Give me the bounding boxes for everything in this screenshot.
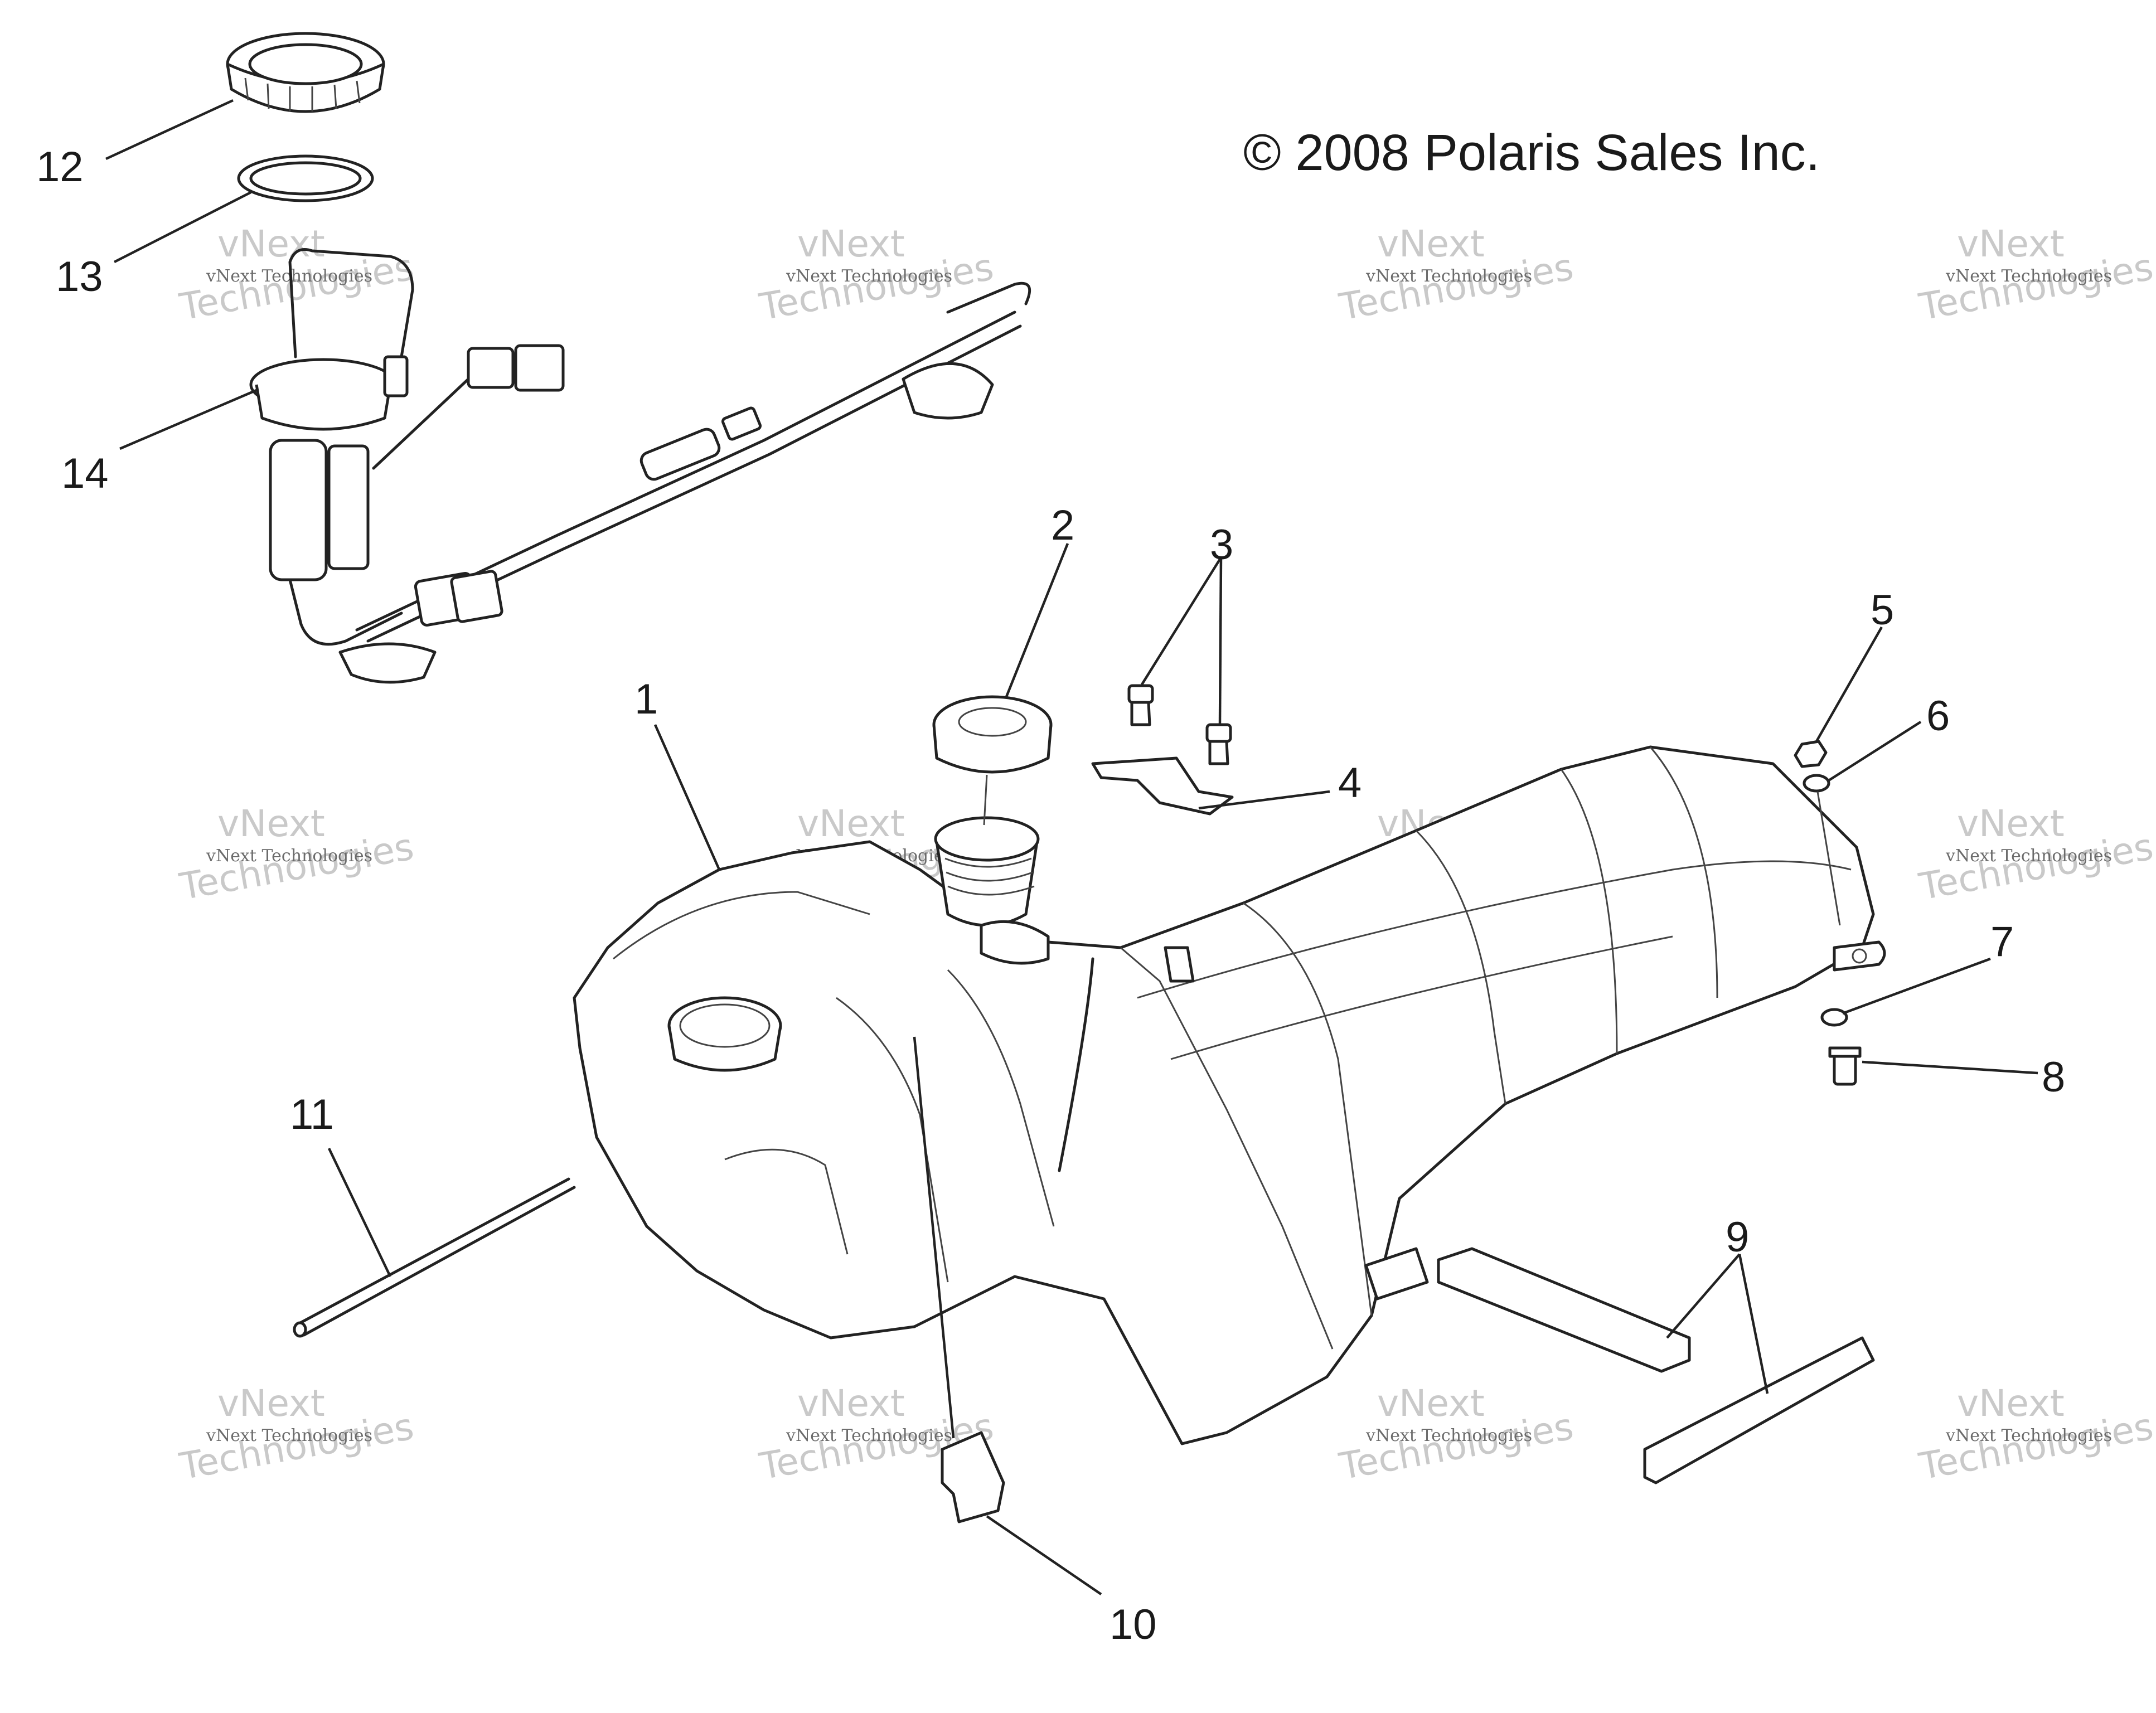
svg-text:vNext Technologies: vNext Technologies bbox=[1945, 846, 2112, 866]
leader-9a bbox=[1666, 1253, 1741, 1339]
svg-text:vNext: vNext bbox=[1957, 802, 2065, 845]
svg-text:vNext Technologies: vNext Technologies bbox=[786, 1426, 952, 1445]
fuel-tank bbox=[573, 745, 1886, 1445]
fuel-cap bbox=[932, 695, 1053, 826]
svg-text:vNext Technologies: vNext Technologies bbox=[786, 266, 952, 286]
svg-text:vNext Technologies: vNext Technologies bbox=[1365, 266, 1532, 286]
svg-text:vNext: vNext bbox=[1377, 1382, 1485, 1425]
leader-12 bbox=[105, 99, 234, 161]
callout-7: 7 bbox=[1990, 918, 2014, 965]
svg-text:vNext Technologies: vNext Technologies bbox=[1365, 1426, 1532, 1445]
leader-10 bbox=[986, 1515, 1102, 1595]
copyright-text: © 2008 Polaris Sales Inc. bbox=[1243, 124, 1820, 181]
leader-3b bbox=[1218, 557, 1223, 724]
leader-7 bbox=[1842, 957, 1991, 1015]
washer-lower bbox=[1820, 1008, 1848, 1027]
bracket bbox=[1091, 756, 1234, 816]
callout-8: 8 bbox=[2042, 1054, 2065, 1101]
leader-3a bbox=[1141, 556, 1222, 686]
side-pad bbox=[941, 1431, 1005, 1523]
leader-5 bbox=[1815, 626, 1883, 743]
callout-12: 12 bbox=[36, 143, 84, 191]
callout-10: 10 bbox=[1110, 1601, 1157, 1648]
svg-text:vNext: vNext bbox=[797, 1382, 905, 1425]
pump-retaining-ring bbox=[226, 32, 385, 113]
leader-1 bbox=[653, 724, 721, 870]
callout-9: 9 bbox=[1726, 1214, 1749, 1261]
svg-text:vNext: vNext bbox=[797, 802, 905, 845]
svg-text:vNext: vNext bbox=[1957, 1382, 2065, 1425]
callout-13: 13 bbox=[56, 253, 103, 300]
nut bbox=[1794, 740, 1828, 768]
callout-1: 1 bbox=[634, 676, 658, 723]
callout-14: 14 bbox=[61, 450, 109, 497]
callout-6: 6 bbox=[1926, 692, 1950, 740]
leader-2 bbox=[1005, 543, 1069, 697]
leader-lines bbox=[105, 99, 2038, 1595]
svg-text:vNext Technologies: vNext Technologies bbox=[1945, 266, 2112, 286]
leader-6 bbox=[1828, 721, 1922, 782]
callout-labels: 12 13 14 1 2 3 4 5 6 7 8 9 10 11 bbox=[36, 143, 2065, 1648]
pump-seal bbox=[237, 154, 374, 202]
svg-text:vNext: vNext bbox=[217, 1382, 325, 1425]
leader-4 bbox=[1198, 790, 1330, 810]
leader-10b bbox=[913, 1036, 955, 1439]
svg-text:vNext Technologies: vNext Technologies bbox=[1945, 1426, 2112, 1445]
leader-13 bbox=[113, 191, 252, 264]
callout-2: 2 bbox=[1051, 502, 1074, 549]
callout-4: 4 bbox=[1338, 759, 1362, 807]
leader-14 bbox=[119, 389, 257, 450]
svg-text:vNext Technologies: vNext Technologies bbox=[206, 1426, 372, 1445]
leader-8 bbox=[1862, 1060, 2038, 1075]
svg-text:vNext: vNext bbox=[217, 802, 325, 845]
callout-11: 11 bbox=[290, 1091, 334, 1138]
vent-tube bbox=[293, 1177, 576, 1338]
svg-text:vNext: vNext bbox=[1957, 222, 2065, 265]
leader-9b bbox=[1738, 1254, 1769, 1394]
screws-pair bbox=[1127, 684, 1232, 765]
svg-text:vNext Technologies: vNext Technologies bbox=[206, 846, 372, 866]
bolt bbox=[1828, 1046, 1862, 1086]
callout-5: 5 bbox=[1871, 586, 1894, 634]
svg-text:vNext: vNext bbox=[797, 222, 905, 265]
tank-pads bbox=[1437, 1247, 1875, 1484]
svg-text:vNext: vNext bbox=[1377, 222, 1485, 265]
callout-3: 3 bbox=[1210, 521, 1233, 569]
leader-11 bbox=[327, 1148, 392, 1277]
washer bbox=[1803, 774, 1841, 926]
fuel-pump-assembly bbox=[249, 248, 1031, 684]
svg-text:vNext: vNext bbox=[217, 222, 325, 265]
